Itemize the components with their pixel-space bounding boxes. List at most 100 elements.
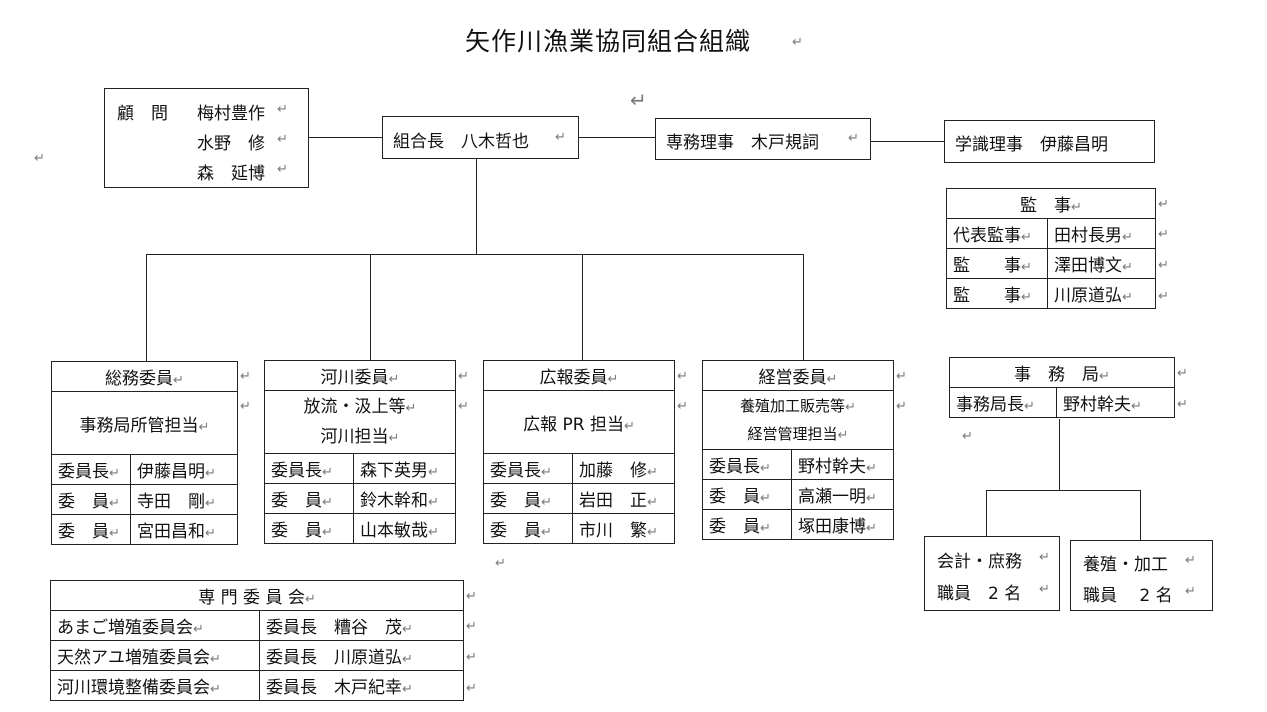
advisors-label: 顧 問 [117,104,168,124]
return-mark-icon [760,521,771,536]
table-row: 委 員寺田 剛 [51,484,238,515]
member-name-label: 市川 繁 [579,521,647,541]
committee-header-label: 広報委員 [539,368,608,388]
committee-kasen-table: 河川委員 放流・汲上等河川担当 委員長森下英男 委 員鈴木幹和 委 員山本敏哉 [264,360,456,544]
return-mark-icon [389,431,400,446]
special-committee-chair-label: 委員長 木戸紀幸 [266,678,402,698]
table-row: 監 事 澤田博文 [946,248,1156,279]
managing-director-label: 専務理事 木戸規詞 [666,133,819,153]
table-row: 委員長伊藤昌明 [51,454,238,485]
return-mark-icon [624,419,635,434]
return-mark-icon [210,652,221,667]
return-mark-icon [896,400,907,413]
committee-desc-line: 河川担当 [320,427,389,447]
member-role-label: 委 員 [58,522,109,542]
return-mark-icon [1122,230,1133,245]
member-role-label: 委 員 [709,487,760,507]
return-mark-icon [193,622,204,637]
return-mark-icon [1158,228,1169,241]
return-mark-icon [1158,259,1169,272]
staff-group-line: 会計・庶務 [937,552,1022,572]
member-role-label: 委 員 [709,517,760,537]
return-mark-icon [205,526,216,541]
special-committee-name: 河川環境整備委員会 [50,670,260,701]
member-role: 委員長 [702,449,792,480]
return-mark-icon [1177,398,1188,411]
return-mark-icon [305,592,316,607]
return-mark-icon [210,682,221,697]
member-role: 委員長 [264,453,354,484]
table-row: 委員長加藤 修 [483,453,675,484]
member-name: 伊藤昌明 [130,454,238,485]
auditor-name-label: 澤田博文 [1054,256,1122,276]
committee-header: 経営委員 [702,360,894,391]
member-name-label: 山本敏哉 [360,521,428,541]
member-name-label: 岩田 正 [579,491,647,511]
member-role: 委 員 [702,509,792,540]
return-mark-icon [677,400,688,413]
return-mark-icon [458,370,469,383]
committee-soumu-table: 総務委員 事務局所管担当 委員長伊藤昌明 委 員寺田 剛 委 員宮田昌和 [51,361,238,545]
committee-header: 河川委員 [264,360,456,391]
return-mark-icon [647,465,658,480]
return-mark-icon [402,622,413,637]
committee-header: 広報委員 [483,360,675,391]
member-role: 委 員 [51,484,131,515]
connector-drop-2 [370,254,371,361]
return-mark-icon [458,400,469,413]
return-mark-icon [1177,367,1188,380]
auditor-role-label: 監 事 [953,256,1021,276]
return-mark-icon [277,163,288,176]
return-mark-icon [838,428,849,443]
table-row: 委 員高瀬一明 [702,479,894,510]
return-mark-icon [866,461,877,476]
special-committee-name-label: 天然アユ増殖委員会 [57,648,210,668]
auditor-name: 川原道弘 [1047,278,1156,309]
table-row: 代表監事 田村長男 [946,218,1156,249]
return-mark-icon [896,370,907,383]
return-mark-icon [428,495,439,510]
connector-committee-bus [146,254,804,255]
table-row: 河川環境整備委員会 委員長 木戸紀幸 [50,670,464,701]
return-mark-icon [173,373,184,388]
special-committees-header-label: 専 門 委 員 会 [198,588,305,608]
member-name-label: 塚田康博 [798,517,866,537]
return-mark-icon [389,372,400,387]
member-role: 委 員 [483,483,573,514]
special-committee-chair-label: 委員長 糟谷 茂 [266,618,402,638]
academic-director-box: 学識理事 伊藤昌明 [944,120,1155,163]
staff-group-line: 養殖・加工 [1083,555,1168,575]
member-role-label: 委 員 [271,491,322,511]
special-committee-chair: 委員長 川原道弘 [259,640,464,671]
return-mark-icon [1021,230,1032,245]
staff-group-aquaculture: 養殖・加工 職員 2 名 [1070,540,1213,611]
managing-director-box: 専務理事 木戸規詞 [655,118,871,160]
member-name: 加藤 修 [572,453,675,484]
return-mark-icon [1021,290,1032,305]
return-mark-icon [845,400,856,415]
staff-group-accounting: 会計・庶務 職員 2 名 [924,536,1060,611]
auditors-header: 監 事 [946,188,1156,219]
table-row: あまご増殖委員会委員長 糟谷 茂 [50,610,464,641]
member-name: 山本敏哉 [353,513,456,544]
advisors-box: 顧 問 梅村豊作 水野 修 森 延博 [104,88,309,188]
return-mark-icon [1039,551,1050,564]
table-row: 委 員鈴木幹和 [264,483,456,514]
table-row: 委 員 塚田康博 [702,509,894,540]
special-committee-chair-label: 委員長 川原道弘 [266,648,402,668]
auditor-name: 澤田博文 [1047,248,1156,279]
special-committee-name-label: 河川環境整備委員会 [57,678,210,698]
member-role: 委 員 [51,514,131,545]
committee-desc: 放流・汲上等河川担当 [264,390,456,454]
secretariat-chief-name: 野村幹夫 [1056,387,1175,418]
secretariat-table: 事 務 局 事務局長野村幹夫 [949,357,1175,418]
return-mark-icon [428,525,439,540]
return-mark-icon [406,401,417,416]
connector-staff-bus [986,490,1140,491]
return-mark-icon [199,420,210,435]
return-mark-icon [322,525,333,540]
auditors-header-label: 監 事 [1020,196,1072,216]
return-mark-icon [1158,290,1169,303]
committee-header-label: 総務委員 [105,369,174,389]
return-mark-icon [555,131,566,144]
